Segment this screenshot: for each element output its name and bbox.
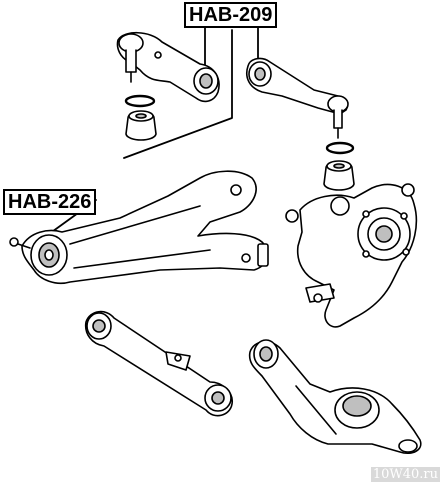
upper-control-arm-left: [116, 31, 220, 103]
lower-lateral-link: [84, 310, 233, 417]
trailing-arm: [9, 170, 269, 285]
upper-control-arm-right: [246, 57, 349, 139]
lower-control-arm: [248, 339, 422, 455]
ball-joint-boot-right: [323, 141, 355, 191]
part-number-label-hab-226: HAB-226: [3, 189, 97, 215]
ball-joint-boot-left: [124, 94, 157, 141]
part-number-label-hab-209: HAB-209: [184, 2, 278, 28]
watermark-logo: 10W40.ru: [370, 467, 440, 482]
knuckle-hub: [285, 183, 418, 328]
